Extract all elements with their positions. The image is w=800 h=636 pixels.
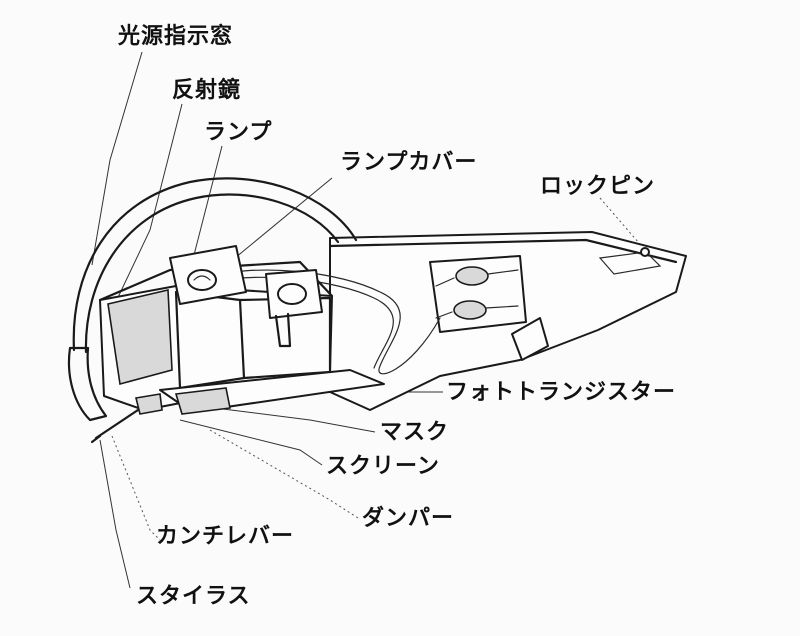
mask-plate [135, 393, 163, 415]
damper-post [274, 312, 292, 348]
label-phototransistor: フォトトランジスター [446, 380, 677, 405]
side-bracket [511, 317, 549, 361]
leader-cantilever [111, 435, 161, 541]
phototransistor-lower [453, 300, 487, 320]
leader-reflector-mirror [111, 103, 183, 311]
lamp-wire [199, 269, 441, 375]
phototransistor-upper [455, 266, 489, 286]
lock-pin-slot [598, 251, 662, 275]
lamp-filament [193, 275, 211, 281]
label-damper: ダンパー [362, 506, 455, 531]
label-screen: スクリーン [326, 454, 440, 479]
light-indicator-window [67, 346, 108, 422]
lamp-wire-2 [195, 276, 394, 369]
leader-mask [214, 407, 376, 433]
label-lock-pin: ロックピン [540, 174, 656, 199]
stylus-tip [90, 434, 102, 444]
reflector-mirror [107, 289, 173, 386]
label-lamp: ランプ [204, 120, 273, 145]
leader-light-indicator-window [91, 51, 143, 266]
leader-damper [209, 429, 359, 519]
label-stylus: スタイラス [136, 584, 251, 609]
leader-lines [91, 51, 646, 589]
label-cantilever: カンチレバー [156, 524, 295, 549]
screen-plate [174, 387, 231, 415]
damper-ring [277, 283, 307, 305]
lamp-bulb [187, 269, 217, 291]
leader-screen [179, 419, 323, 466]
label-lamp-cover: ランプカバー [340, 150, 478, 175]
phototransistor-leads [435, 269, 519, 319]
leader-lock-pin [599, 197, 646, 251]
label-mask: マスク [380, 420, 450, 445]
lamp-dome-inner [84, 193, 340, 354]
leader-stylus [99, 439, 131, 589]
label-light-indicator-window: 光源指示窓 [118, 24, 234, 49]
label-reflector-mirror: 反射鏡 [172, 78, 242, 103]
lamp-dome-cover [72, 177, 358, 352]
lock-pin [640, 247, 650, 257]
